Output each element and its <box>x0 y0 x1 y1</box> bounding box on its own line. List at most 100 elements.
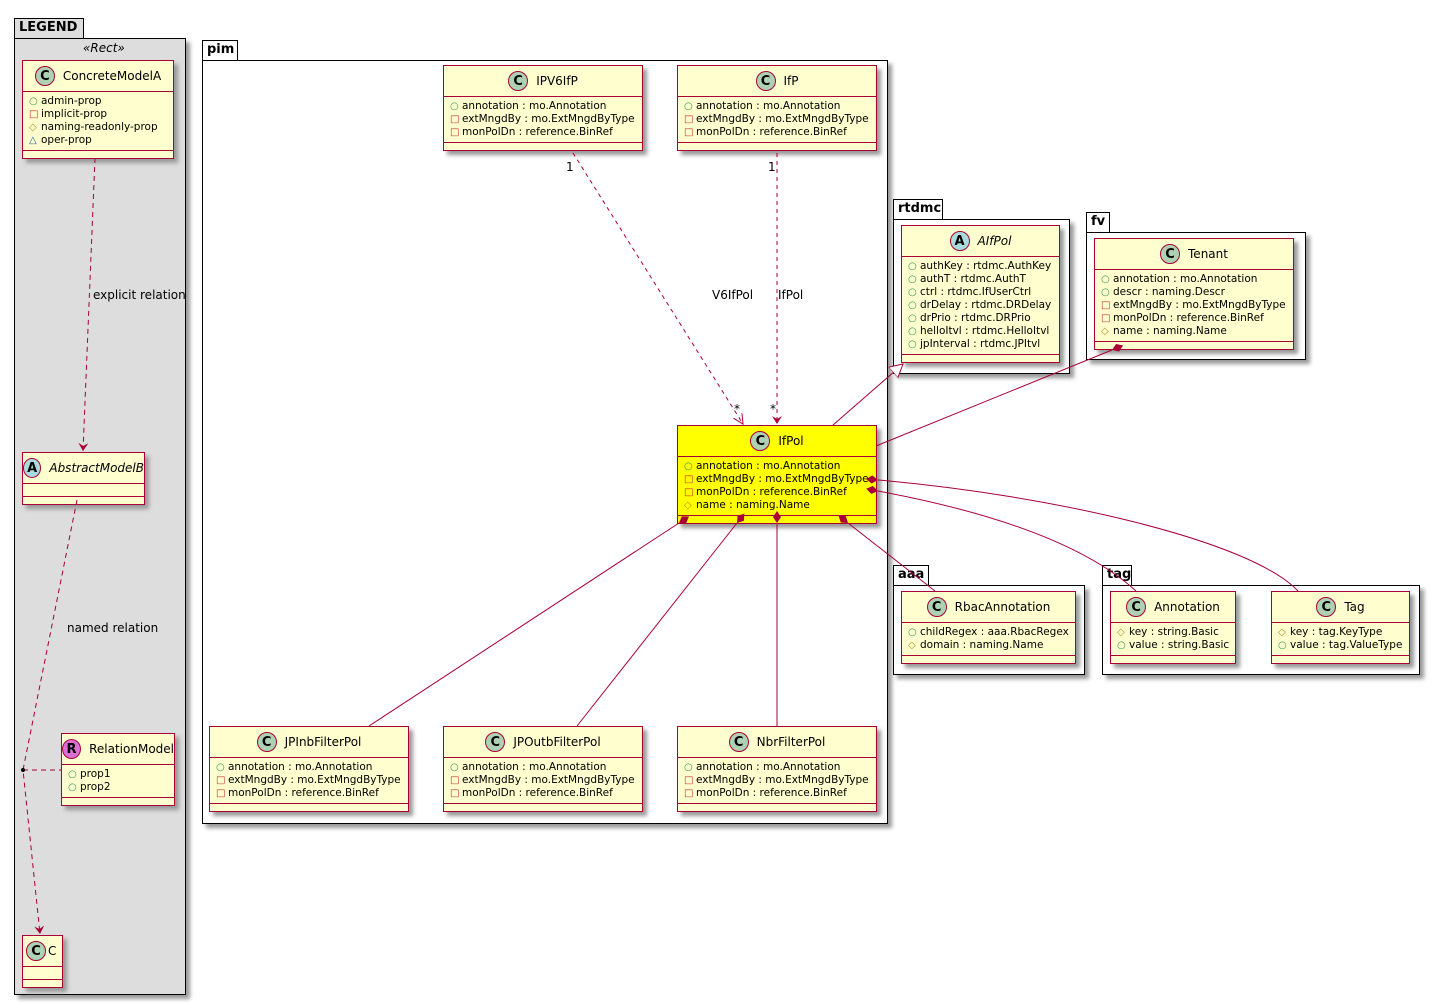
class-attribute: ○annotation : mo.Annotation <box>684 761 870 774</box>
attribute-text: extMngdBy : mo.ExtMngdByType <box>462 774 635 786</box>
class-attributes: ○annotation : mo.Annotation○descr : nami… <box>1095 270 1293 342</box>
class-attribute: □extMngdBy : mo.ExtMngdByType <box>450 113 636 126</box>
class-attribute: ○annotation : mo.Annotation <box>684 460 870 473</box>
cardinality-many: * <box>770 402 776 416</box>
visibility-protected-icon: ◇ <box>684 500 692 511</box>
class-name: RelationModel <box>89 742 174 756</box>
annotation-composition-line <box>866 485 1137 592</box>
attribute-text: domain : naming.Name <box>920 639 1044 651</box>
class-kind-C-icon: C <box>1126 597 1147 617</box>
package-tab-aaa: aaa <box>893 565 929 586</box>
attribute-text: annotation : mo.Annotation <box>696 100 841 112</box>
class-name: IfPol <box>778 434 804 448</box>
visibility-public-icon: ○ <box>908 627 917 638</box>
attribute-text: prop1 <box>80 768 111 780</box>
attribute-text: prop2 <box>80 781 111 793</box>
visibility-private-icon: □ <box>450 114 460 125</box>
visibility-public-icon: ○ <box>908 300 917 311</box>
class-attribute: □extMngdBy : mo.ExtMngdByType <box>216 774 402 787</box>
visibility-public-icon: ○ <box>68 782 77 793</box>
class-name: NbrFilterPol <box>756 735 826 749</box>
class-attribute: □implicit-prop <box>29 108 167 121</box>
class-attributes: ○prop1○prop2 <box>62 765 174 798</box>
attribute-text: name : naming.Name <box>696 499 810 511</box>
visibility-protected-icon: ◇ <box>1278 627 1286 638</box>
class-name: C <box>48 944 57 958</box>
visibility-public-icon: ○ <box>68 769 77 780</box>
attribute-text: admin-prop <box>41 95 102 107</box>
visibility-private-icon: □ <box>450 775 460 786</box>
class-attributes: ○annotation : mo.Annotation□extMngdBy : … <box>444 97 642 143</box>
visibility-protected-icon: ◇ <box>29 122 37 133</box>
class-attribute: ◇key : tag.KeyType <box>1278 626 1403 639</box>
class-attribute: ○descr : naming.Descr <box>1101 286 1287 299</box>
class-attribute: ○prop1 <box>68 768 168 781</box>
class-name: JPOutbFilterPol <box>513 735 601 749</box>
visibility-public-icon: ○ <box>216 762 225 773</box>
attribute-text: drPrio : rtdmc.DRPrio <box>920 312 1031 324</box>
class-attribute: ○helloItvl : rtdmc.HelloItvl <box>908 325 1053 338</box>
class-attribute: ○authT : rtdmc.AuthT <box>908 273 1053 286</box>
class-attribute: △oper-prop <box>29 134 167 147</box>
visibility-private-icon: □ <box>684 487 694 498</box>
class-attributes: ○childRegex : aaa.RbacRegex◇domain : nam… <box>902 623 1075 656</box>
class-kind-C-icon: C <box>1160 244 1181 264</box>
tag-composition-line <box>866 475 1299 592</box>
class-attribute: □monPolDn : reference.BinRef <box>450 126 636 139</box>
attribute-text: monPolDn : reference.BinRef <box>462 126 613 138</box>
package-tab-pim: pim <box>202 40 238 61</box>
attribute-text: annotation : mo.Annotation <box>696 761 841 773</box>
class-kind-C-icon: C <box>508 71 529 91</box>
attribute-text: value : tag.ValueType <box>1290 639 1403 651</box>
class-attribute: □monPolDn : reference.BinRef <box>1101 312 1287 325</box>
attribute-text: extMngdBy : mo.ExtMngdByType <box>696 774 869 786</box>
attribute-text: oper-prop <box>41 134 92 146</box>
class-attribute: ◇name : naming.Name <box>1101 325 1287 338</box>
attribute-text: annotation : mo.Annotation <box>1113 273 1258 285</box>
visibility-private-icon: □ <box>1101 300 1111 311</box>
class-attribute: □monPolDn : reference.BinRef <box>684 787 870 800</box>
visibility-private-icon: □ <box>684 788 694 799</box>
visibility-public-icon: ○ <box>908 274 917 285</box>
class-kind-C-icon: C <box>755 71 776 91</box>
jpoutb-composition-line <box>576 513 745 727</box>
attribute-text: monPolDn : reference.BinRef <box>462 787 613 799</box>
attribute-text: extMngdBy : mo.ExtMngdByType <box>1113 299 1286 311</box>
explicit-relation-label: explicit relation <box>93 288 186 302</box>
class-name: ConcreteModelA <box>62 69 162 83</box>
class-attributes: ◇key : string.Basic○value : string.Basic <box>1111 623 1235 656</box>
class-name: AbstractModelB <box>49 461 144 475</box>
class-attribute: ○admin-prop <box>29 95 167 108</box>
attribute-text: helloItvl : rtdmc.HelloItvl <box>920 325 1050 337</box>
class-kind-C-icon: C <box>256 732 277 752</box>
class-attributes <box>23 967 62 980</box>
attribute-text: naming-readonly-prop <box>41 121 158 133</box>
attribute-text: extMngdBy : mo.ExtMngdByType <box>696 113 869 125</box>
visibility-private-icon: □ <box>29 109 39 120</box>
